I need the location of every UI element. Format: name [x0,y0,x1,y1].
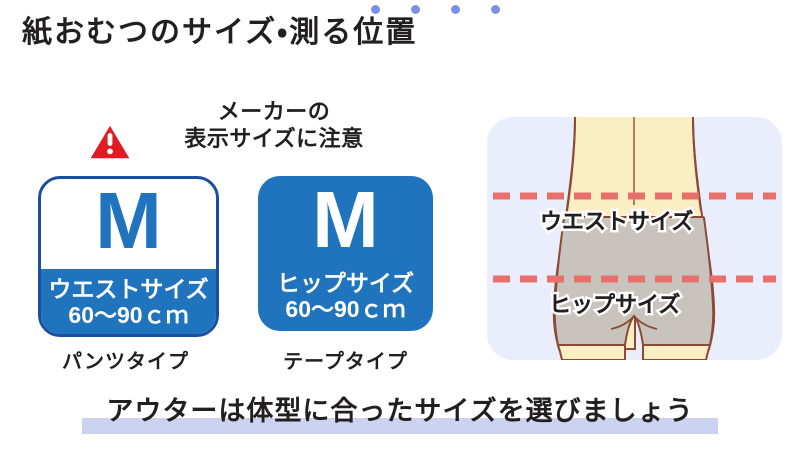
footer-highlight-bar [82,418,718,434]
hip-label-outline: ヒップサイズ [546,290,682,320]
size-letter-area-tape: M [258,176,433,264]
size-card-tape[interactable]: M ヒップサイズ 60〜90ｃｍ [258,176,433,331]
footer-message: アウターは体型に合ったサイズを選びましょう [0,396,800,440]
measure-range-tape: 60〜90ｃｍ [285,296,406,323]
measure-range-pants: 60〜90ｃｍ [68,302,189,329]
warning-line-1: メーカーの [217,99,331,124]
card-caption-pants: パンツタイプ [62,351,189,373]
manufacturer-warning: メーカーの 表示サイズに注意 [88,98,408,168]
page-title-group: 紙おむつのサイズ・測る位置 [22,18,417,48]
measure-band-pants: ウエストサイズ 60〜90ｃｍ [41,269,216,334]
measure-label-tape: ヒップサイズ [276,270,415,297]
measure-label-pants: ウエストサイズ [48,276,209,303]
waist-label-outline: ウエストサイズ [537,207,695,237]
measure-band-tape: ヒップサイズ 60〜90ｃｍ [258,263,433,331]
title-emphasis-dots [371,5,501,17]
size-letter-area-pants: M [41,176,216,265]
hip-label: ヒップサイズ [549,292,681,317]
footer-text: アウターは体型に合ったサイズを選びましょう [106,396,694,426]
warning-triangle-icon [88,121,132,161]
waist-label: ウエストサイズ [540,209,694,234]
warning-line-2: 表示サイズに注意 [184,126,364,152]
warning-text: メーカーの 表示サイズに注意 [140,98,408,152]
size-letter-pants: M [95,176,162,265]
size-letter-tape: M [312,176,379,264]
torso-illustration [493,117,776,360]
page-title: 紙おむつのサイズ・測る位置 [22,16,418,49]
size-card-pants[interactable]: M ウエストサイズ 60〜90ｃｍ [38,176,219,337]
card-caption-tape: テープタイプ [283,351,408,373]
torso-measurement-diagram: ウエストサイズ ウエストサイズ ヒップサイズ ヒップサイズ [487,117,782,360]
